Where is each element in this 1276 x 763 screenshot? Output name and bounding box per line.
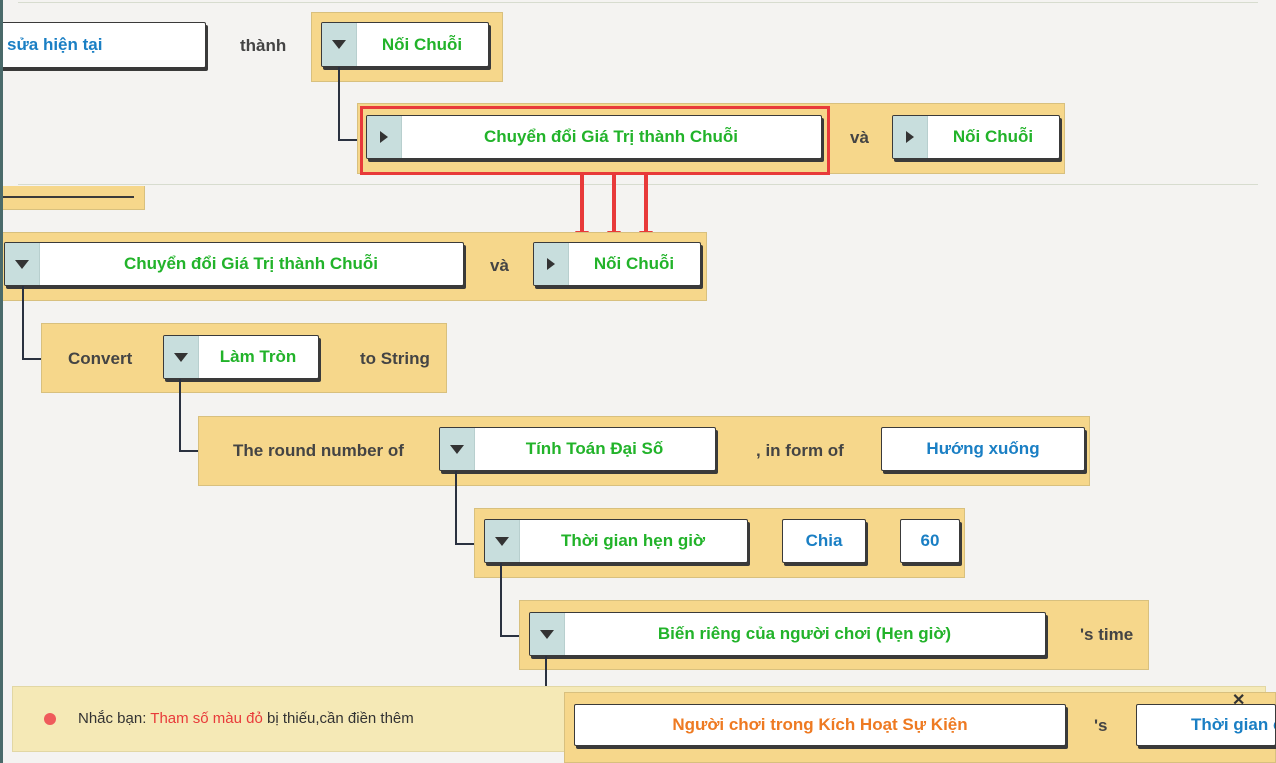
algebra-label: Tính Toán Đại Số bbox=[525, 439, 664, 458]
convert-label: Convert bbox=[68, 349, 133, 368]
triangle-down-icon bbox=[450, 444, 464, 454]
current-edit-field[interactable]: sửa hiện tại bbox=[0, 22, 206, 68]
triangle-right-icon bbox=[547, 258, 555, 270]
notice-text: Nhắc bạn: Tham số màu đỏ bị thiếu,cần đi… bbox=[78, 710, 414, 727]
number-field[interactable]: 60 bbox=[900, 519, 960, 563]
dropdown-toggle[interactable] bbox=[164, 336, 199, 378]
close-icon[interactable]: ✕ bbox=[1232, 692, 1246, 709]
timer-field[interactable]: Thời gian hẹn giờ bbox=[484, 519, 748, 563]
round-label: Làm Tròn bbox=[219, 347, 297, 366]
event-player-label: Người chơi trong Kích Hoạt Sự Kiện bbox=[672, 715, 968, 734]
divider-top bbox=[18, 2, 1258, 3]
connector-line bbox=[455, 471, 477, 545]
possessive-label: 's bbox=[1094, 716, 1108, 735]
arrow-down bbox=[607, 175, 621, 241]
and-label-top: và bbox=[850, 128, 869, 147]
and-label-lower: và bbox=[490, 256, 509, 275]
convert-value-field-lower[interactable]: Chuyển đổi Giá Trị thành Chuỗi bbox=[4, 242, 464, 286]
time-label-partial: Thời gian c bbox=[1191, 715, 1276, 734]
convert-value-field-top[interactable]: Chuyển đổi Giá Trị thành Chuỗi bbox=[366, 115, 822, 159]
concat-field-top[interactable]: Nối Chuỗi bbox=[321, 22, 489, 67]
expand-toggle[interactable] bbox=[367, 116, 402, 158]
round-number-label: The round number of bbox=[233, 441, 404, 460]
field-fragment bbox=[0, 186, 134, 198]
triangle-right-icon bbox=[906, 131, 914, 143]
notice-suffix: bị thiếu,cần điền thêm bbox=[262, 710, 414, 727]
concat-label: Nối Chuỗi bbox=[952, 127, 1034, 146]
connector-line bbox=[22, 286, 44, 360]
connector-line bbox=[338, 67, 364, 141]
dropdown-toggle[interactable] bbox=[322, 23, 357, 66]
arrow-down bbox=[575, 175, 589, 241]
event-player-field[interactable]: Người chơi trong Kích Hoạt Sự Kiện bbox=[574, 704, 1066, 746]
triangle-down-icon bbox=[15, 259, 29, 269]
concat-field-top-2[interactable]: Nối Chuỗi bbox=[892, 115, 1060, 159]
notice-highlight: Tham số màu đỏ bbox=[150, 710, 263, 727]
concat-label: Nối Chuỗi bbox=[593, 254, 675, 273]
connector-line bbox=[179, 379, 201, 452]
number-label: 60 bbox=[920, 531, 940, 550]
timer-label: Thời gian hẹn giờ bbox=[560, 531, 706, 550]
divide-field[interactable]: Chia bbox=[782, 519, 866, 563]
expand-toggle[interactable] bbox=[534, 243, 569, 285]
block-fragment bbox=[0, 186, 145, 210]
round-field[interactable]: Làm Tròn bbox=[163, 335, 319, 379]
divider-middle bbox=[18, 184, 1258, 185]
highlight-box bbox=[360, 106, 830, 175]
triangle-down-icon bbox=[174, 352, 188, 362]
left-edge bbox=[0, 0, 3, 763]
to-label: thành bbox=[240, 36, 287, 55]
direction-label: Hướng xuống bbox=[926, 439, 1040, 458]
connector-line bbox=[545, 656, 547, 688]
arrow-down bbox=[639, 175, 653, 241]
concat-field-lower[interactable]: Nối Chuỗi bbox=[533, 242, 701, 286]
dropdown-toggle[interactable] bbox=[530, 613, 565, 655]
current-edit-label: sửa hiện tại bbox=[7, 35, 103, 54]
time-suffix-label: 's time bbox=[1080, 625, 1134, 644]
connector-line bbox=[500, 563, 530, 637]
triangle-down-icon bbox=[332, 40, 346, 49]
direction-field[interactable]: Hướng xuống bbox=[881, 427, 1085, 471]
dropdown-toggle[interactable] bbox=[485, 520, 520, 562]
dropdown-toggle[interactable] bbox=[5, 243, 40, 285]
concat-label: Nối Chuỗi bbox=[381, 34, 463, 54]
notice-prefix: Nhắc bạn: bbox=[78, 710, 151, 727]
convert-value-label: Chuyển đổi Giá Trị thành Chuỗi bbox=[123, 254, 379, 273]
in-form-label: , in form of bbox=[756, 441, 844, 460]
to-string-label: to String bbox=[360, 349, 430, 368]
triangle-down-icon bbox=[540, 629, 554, 639]
triangle-down-icon bbox=[495, 536, 509, 546]
time-field-partial[interactable]: Thời gian c bbox=[1136, 704, 1276, 746]
divide-label: Chia bbox=[805, 531, 843, 550]
convert-value-label: Chuyển đổi Giá Trị thành Chuỗi bbox=[483, 127, 739, 146]
dropdown-toggle[interactable] bbox=[440, 428, 475, 470]
triangle-right-icon bbox=[380, 131, 388, 143]
expand-toggle[interactable] bbox=[893, 116, 928, 158]
player-var-label: Biến riêng của người chơi (Hẹn giờ) bbox=[657, 624, 952, 643]
player-var-field[interactable]: Biến riêng của người chơi (Hẹn giờ) bbox=[529, 612, 1046, 656]
warning-dot-icon bbox=[44, 713, 56, 725]
algebra-field[interactable]: Tính Toán Đại Số bbox=[439, 427, 716, 471]
